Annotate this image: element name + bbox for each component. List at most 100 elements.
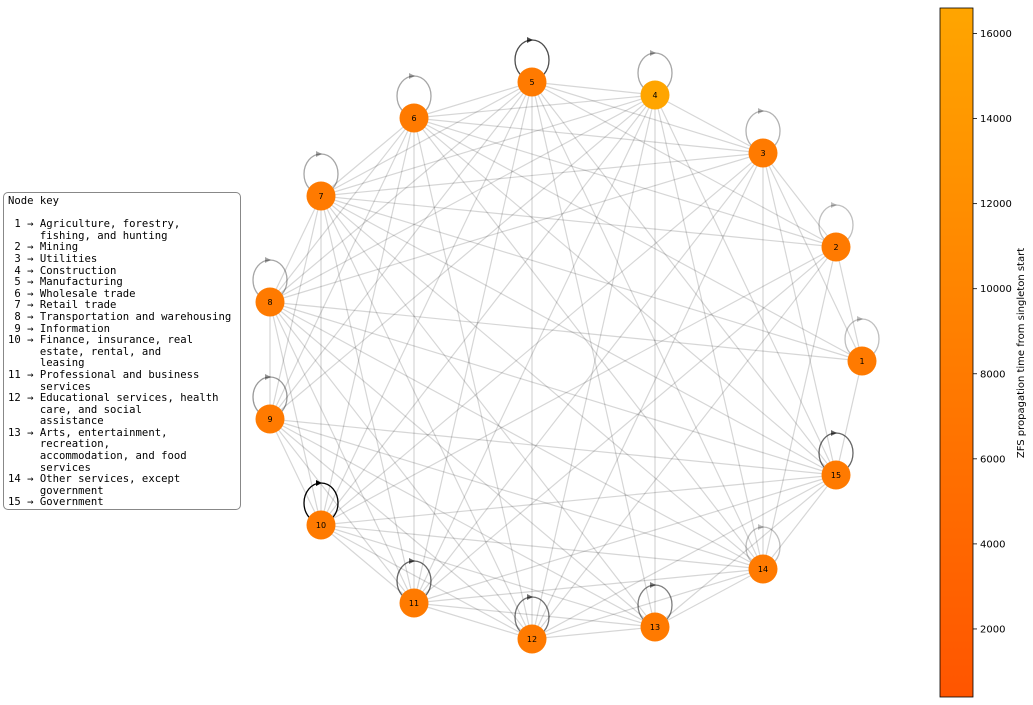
node-label: 3 (760, 149, 765, 158)
graph-node (748, 554, 778, 584)
colorbar-tick-label: 6000 (980, 454, 1005, 465)
node-label: 4 (652, 91, 657, 100)
self-loop-arrowhead (409, 73, 415, 79)
graph-edge (413, 474, 837, 604)
legend-entry: 13 → Arts, entertainment, recreation, ac… (8, 426, 187, 474)
node-key-legend: Node key 1 → Agriculture, forestry, fish… (3, 192, 241, 510)
graph-edge (269, 301, 533, 640)
graph-edge (413, 602, 656, 628)
legend-entry: 5 → Manufacturing (8, 276, 123, 289)
node-label: 1 (859, 357, 864, 366)
graph-edge (531, 568, 764, 640)
graph-edge (320, 524, 533, 640)
graph-edge (269, 152, 764, 303)
self-loop-arrowhead (409, 558, 415, 564)
legend-entry: 9 → Information (8, 322, 111, 335)
graph-edge (531, 474, 837, 640)
colorbar-tick-label: 12000 (980, 199, 1012, 210)
graph-edge (320, 195, 415, 604)
graph-edge (269, 81, 533, 420)
graph-edge (269, 195, 322, 303)
colorbar-tick-label: 10000 (980, 284, 1012, 295)
colorbar-tick-label: 8000 (980, 369, 1005, 380)
graph-edge (320, 81, 533, 197)
graph-edge (531, 81, 764, 570)
graph-node (640, 612, 670, 642)
graph-edge (531, 81, 656, 628)
colorbar-label: ZFS propagation time from singleton star… (1016, 248, 1027, 458)
self-loop-arrowhead (265, 257, 271, 263)
graph-edge (320, 94, 656, 197)
graph-edge (269, 301, 837, 476)
graph-edge (531, 81, 837, 476)
graph-edge (320, 524, 764, 570)
colorbar-gradient (939, 7, 974, 698)
legend-title: Node key (8, 195, 60, 207)
graph-edge (269, 418, 656, 628)
graph-edge (320, 195, 863, 362)
graph-edge (320, 81, 533, 526)
legend-entry: 12 → Educational services, health care, … (8, 392, 219, 428)
graph-edge (269, 81, 533, 303)
self-loop-arrowhead (831, 202, 837, 208)
graph-node (517, 624, 547, 654)
graph-edge (531, 81, 656, 96)
graph-edge (320, 474, 837, 526)
graph-edge (413, 117, 533, 640)
graph-edge (320, 117, 415, 197)
graph-edge (320, 152, 764, 197)
self-loop-arrowhead (316, 151, 322, 157)
graph-edge (269, 418, 533, 640)
colorbar-tick-label: 14000 (980, 114, 1012, 125)
node-label: 7 (318, 192, 323, 201)
graph-edge (320, 246, 837, 526)
node-label: 9 (267, 415, 272, 424)
graph-edge (654, 474, 837, 628)
legend-entry: 11 → Professional and business services (8, 368, 200, 393)
legend-entry: 15 → Government (8, 496, 104, 509)
self-loop-arrowhead (758, 108, 764, 114)
graph-edge (762, 474, 837, 570)
self-loop-arrowhead (650, 582, 656, 588)
self-loop-arrowhead (527, 594, 533, 600)
graph-edge (269, 195, 322, 420)
graph-edge (269, 94, 656, 303)
graph-node (255, 404, 285, 434)
node-label: 10 (316, 521, 326, 530)
graph-edge (531, 81, 837, 248)
graph-node (640, 80, 670, 110)
graph-edge (413, 81, 533, 604)
graph-edge (762, 246, 837, 570)
graph-edge (413, 117, 837, 476)
graph-edge (269, 418, 764, 570)
graph-node (517, 67, 547, 97)
graph-edge (413, 117, 764, 154)
node-label: 8 (267, 298, 272, 307)
legend-entry: 4 → Construction (8, 264, 117, 277)
graph-edge (269, 94, 656, 420)
graph-edge (269, 117, 415, 303)
graph-node (255, 287, 285, 317)
graph-edge (531, 246, 837, 640)
graph-edge (269, 418, 837, 476)
graph-edge (413, 94, 656, 119)
graph-edge (531, 152, 764, 640)
graph-edge (835, 246, 863, 362)
graph-edge (413, 117, 764, 570)
graph-edge (531, 81, 764, 154)
graph-node (847, 346, 877, 376)
node-label: 13 (650, 623, 660, 632)
graph-edge (320, 195, 656, 628)
graph-edge (413, 602, 533, 640)
legend-entry: 2 → Mining (8, 241, 79, 254)
legend-entry: 14 → Other services, except government (8, 473, 181, 497)
self-loop-arrowhead (831, 430, 837, 436)
graph-edge (320, 524, 656, 628)
graph-node (306, 510, 336, 540)
graph-edge (413, 246, 837, 604)
self-loop-arrowhead (650, 50, 656, 56)
node-label: 14 (758, 565, 768, 574)
self-loop-arrowhead (758, 524, 764, 530)
graph-edge (320, 152, 764, 526)
